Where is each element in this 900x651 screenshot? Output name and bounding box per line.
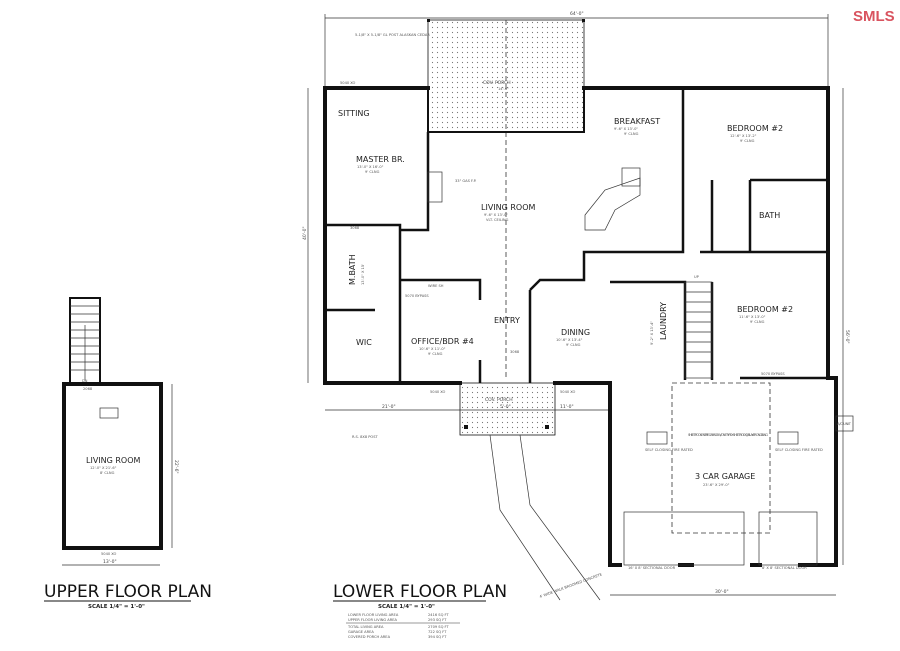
room-entry: ENTRY	[494, 316, 520, 325]
room-living: LIVING ROOM	[481, 203, 536, 212]
room-laundry: LAUNDRY	[659, 302, 668, 340]
ac-unit-label: A/C UNIT	[837, 422, 852, 426]
room-sitting: SITTING	[338, 109, 370, 118]
area-value: 2416 SQ FT	[428, 613, 450, 617]
lower-plan-scale: SCALE 1/4" = 1'-0"	[378, 604, 435, 610]
note-fireplace: 33" GAS F.P.	[455, 179, 477, 183]
area-value: 722 SQ FT	[428, 630, 447, 634]
upper-room-size: 12'-0" X 21'-6"	[90, 466, 117, 470]
office-ceiling: 9' CLNG	[428, 352, 443, 356]
window-label: 5040 XO	[340, 81, 356, 85]
room-wic: WIC	[356, 338, 372, 347]
master-ceiling: 9' CLNG	[365, 170, 380, 174]
room-bath: BATH	[759, 211, 780, 220]
office-size: 10'-6" X 11'-0"	[419, 347, 446, 351]
note-attic-right: SELF CLOSING FIRE RATED	[775, 448, 823, 452]
area-value: 293 SQ FT	[428, 618, 447, 622]
master-size: 13'-0" X 16'-0"	[357, 165, 384, 169]
upper-door-label: 2068	[83, 387, 93, 391]
area-value: 394 SQ FT	[428, 635, 447, 639]
note-post-front: R.S. 8X8 POST	[352, 435, 379, 439]
living-size: 9'-6" X 13'-0"	[484, 213, 508, 217]
room-bedroom-2-upper: BEDROOM #2	[727, 124, 783, 133]
door-label: 3068	[510, 350, 520, 354]
room-office: OFFICE/BDR #4	[411, 337, 474, 346]
dim-front-right: 11'-0"	[560, 404, 574, 410]
room-dining: DINING	[561, 328, 590, 337]
upper-plan-scale: SCALE 1/4" = 1'-0"	[88, 604, 145, 610]
front-porch	[459, 382, 556, 436]
dining-ceiling: 9' CLNG	[566, 343, 581, 347]
dim-right: 56'-0"	[844, 330, 850, 344]
dim-top: 64'-0"	[570, 11, 584, 17]
dim-garage-width: 30'-0"	[715, 589, 729, 595]
room-breakfast: BREAKFAST	[614, 117, 660, 126]
attic-hatch	[99, 407, 119, 419]
area-label: LOWER FLOOR LIVING AREA	[348, 613, 399, 617]
stairs: UP	[684, 275, 713, 379]
room-m-bath: M.BATH	[348, 254, 357, 285]
kitchen-island	[584, 177, 641, 231]
garage-size: 23'-6" X 29'-0"	[703, 483, 730, 487]
range	[621, 167, 641, 187]
stairs-up-label: UP	[694, 275, 700, 279]
bedroom-lower-size: 11'-6" X 13'-0"	[739, 315, 766, 319]
lower-floor-plan: 64'-0" 40'-0" 56'-0" 5-1/8" X 5-1/8" GL …	[302, 11, 854, 639]
upper-dim-width: 13'-0"	[103, 559, 117, 565]
laundry-size: 9'-2" X 13'-4"	[650, 321, 654, 345]
window-label: 5040 XO	[560, 390, 576, 394]
back-porch-label: COV. PORCH	[483, 80, 511, 86]
note-garage-door-left: 16' X 8' SECTIONAL DOOR	[628, 566, 676, 570]
area-label: COVERED PORCH AREA	[348, 635, 391, 639]
upper-window-label: 5040 XO	[101, 552, 117, 556]
back-porch-size: 14'-6"	[498, 87, 509, 91]
room-bedroom-2-lower: BEDROOM #2	[737, 305, 793, 314]
upper-room-walls	[62, 382, 163, 550]
upper-plan-title: UPPER FLOOR PLAN	[44, 582, 212, 602]
note-post-top: 5-1/8" X 5-1/8" GL POST ALASKAN CEDAR	[355, 33, 430, 37]
area-label: GARAGE AREA	[348, 630, 374, 634]
lower-plan-title: LOWER FLOOR PLAN	[333, 582, 507, 602]
bedroom-upper-size: 12'-6" X 13'-2"	[730, 134, 757, 138]
attic-hatch-right	[777, 431, 799, 445]
note-garage-door-right: 8' X 8' SECTIONAL DOOR	[762, 566, 807, 570]
room-garage: 3 CAR GARAGE	[695, 472, 755, 481]
breakfast-size: 9'-6" X 13'-0"	[614, 127, 638, 131]
room-master-br: MASTER BR.	[356, 155, 405, 164]
dining-size: 10'-6" X 13'-4"	[556, 338, 583, 342]
breakfast-ceiling: 9' CLNG	[624, 132, 639, 136]
living-ceiling: VLT. CEILING	[486, 218, 509, 222]
door-label: 3068	[350, 226, 360, 230]
wire-shelf-label: WIRE SH	[428, 284, 444, 288]
note-walk: 4' WIDE WALK BROOMED CONCRETE	[539, 572, 603, 599]
area-label: UPPER FLOOR LIVING AREA	[348, 618, 398, 622]
dim-front-left: 21'-0"	[382, 404, 396, 410]
area-table: LOWER FLOOR LIVING AREA 2416 SQ FT UPPER…	[346, 613, 460, 639]
stairs-down-label: DN	[82, 379, 88, 383]
bedroom-upper-ceiling: 9' CLNG	[740, 139, 755, 143]
bypass-label: 5070 BYPASS	[761, 372, 785, 376]
front-porch-label: COV. PORCH	[485, 397, 513, 403]
note-attic-left: SELF CLOSING FIRE RATED	[645, 448, 693, 452]
upper-room-ceiling: 8' CLNG	[100, 471, 115, 475]
fireplace	[427, 171, 443, 203]
upper-room-living: LIVING ROOM	[86, 456, 141, 465]
dim-front-porch: 5'-0"	[500, 404, 511, 410]
window-label: 5040 XO	[430, 390, 446, 394]
ac-unit	[835, 415, 854, 432]
mbath-size: 13'-0" X 15'	[361, 264, 365, 285]
area-value: 2709 SQ FT	[428, 625, 450, 629]
bypass-label: 5070 BYPASS	[405, 294, 429, 298]
area-label: TOTAL LIVING AREA	[347, 625, 384, 629]
smls-logo: SMLS	[853, 8, 895, 25]
note-garage-sheetrock: SHEETROCK ENTIRE GARAGE W/ ONE TYPE X SH…	[688, 433, 768, 437]
upper-floor-plan: DN 2068 LIVING ROOM 12'-0" X 21'-6" 8' C…	[44, 297, 212, 610]
upper-dim-depth: 22'-6"	[173, 460, 179, 474]
bedroom-lower-ceiling: 9' CLNG	[750, 320, 765, 324]
front-walk	[489, 434, 601, 601]
attic-hatch-left	[646, 431, 668, 445]
dim-left: 40'-0"	[302, 226, 308, 240]
